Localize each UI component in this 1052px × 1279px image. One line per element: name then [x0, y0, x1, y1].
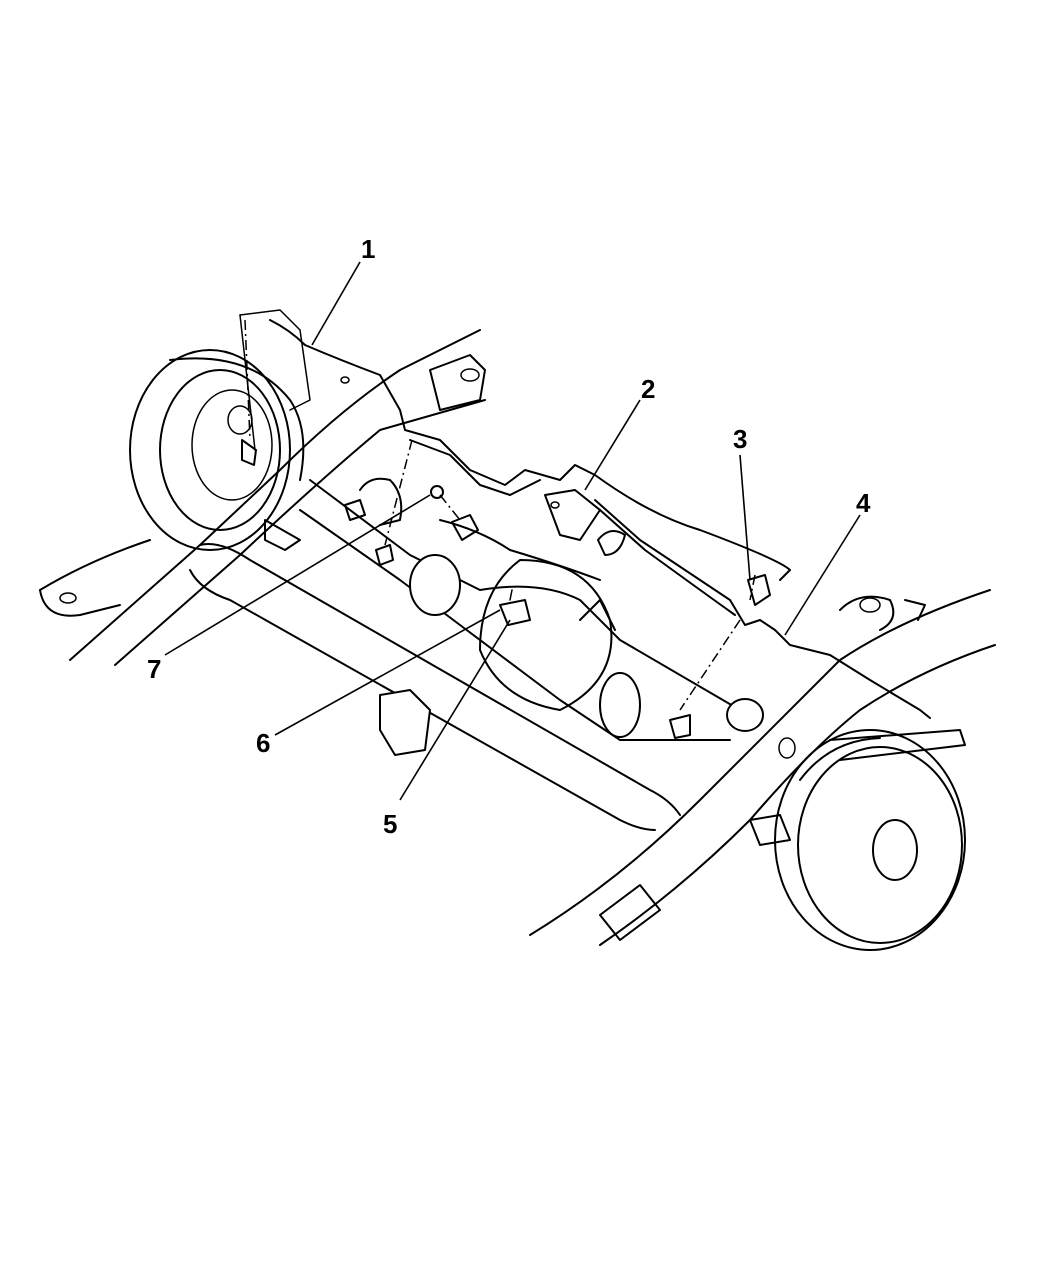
clip-2 — [597, 530, 626, 556]
clip-pair-left — [375, 514, 479, 566]
callout-7: 7 — [147, 654, 161, 684]
callout-5: 5 — [383, 809, 397, 839]
brake-line-tube — [269, 319, 931, 719]
callout-3: 3 — [733, 424, 747, 454]
center-bracket — [544, 489, 601, 541]
axle-housing — [299, 479, 764, 756]
clip-3 — [747, 574, 771, 606]
dashed-reference-lines — [244, 319, 756, 711]
nut-7 — [430, 485, 444, 499]
callout-1: 1 — [361, 234, 375, 264]
right-brake-drum — [774, 729, 966, 951]
left-frame-rail — [39, 329, 486, 666]
clip-right — [669, 714, 691, 739]
callout-6: 6 — [256, 728, 270, 758]
jounce-bumper-left — [344, 477, 403, 526]
callout-4: 4 — [856, 488, 871, 518]
junction-block — [499, 589, 531, 626]
callout-2: 2 — [641, 374, 655, 404]
callout-leaders — [164, 261, 861, 801]
right-frame-rail — [529, 589, 996, 946]
